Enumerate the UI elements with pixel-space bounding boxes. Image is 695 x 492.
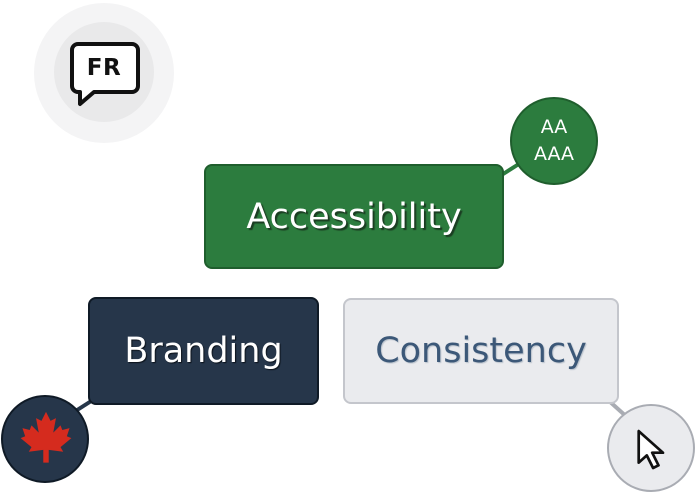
canada-flag-badge (1, 395, 89, 483)
mouse-pointer-icon (637, 429, 665, 470)
accessibility-label: Accessibility (246, 196, 462, 237)
consistency-label: Consistency (375, 331, 587, 371)
branding-label: Branding (124, 331, 283, 371)
language-label: FR (86, 55, 122, 81)
wcag-level-aa: AA (540, 116, 568, 138)
wcag-level-aaa: AAA (533, 143, 575, 165)
maple-leaf-icon (20, 411, 72, 463)
speech-bubble-icon (70, 42, 140, 106)
consistency-box: Consistency (343, 298, 619, 404)
wcag-level-badge: AA AAA (510, 97, 598, 185)
accessibility-box: Accessibility (204, 164, 504, 269)
branding-box: Branding (88, 297, 319, 405)
cursor-badge (607, 404, 695, 492)
